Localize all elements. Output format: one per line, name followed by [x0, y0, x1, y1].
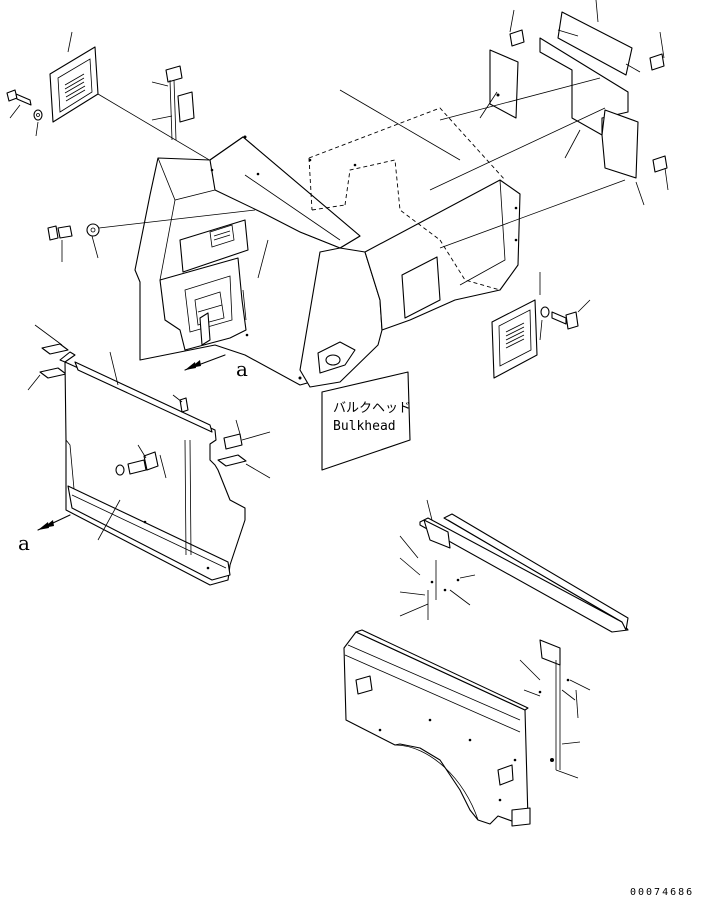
view-label-top: a	[236, 357, 248, 381]
left-bolt-with-washer	[6, 89, 43, 137]
housing-top-bolt	[151, 65, 195, 141]
bulkhead-label-jp: バルクヘッド	[333, 401, 411, 416]
right-clips	[217, 419, 271, 479]
view-marker-arrow-top	[184, 354, 226, 371]
view-marker-arrow-left	[37, 514, 71, 531]
left-mounting-bolts	[47, 209, 256, 262]
top-right-bolts	[509, 9, 669, 191]
drawing-number: 00074686	[630, 887, 694, 898]
side-cover-right	[601, 109, 645, 206]
bulkhead-label-en: Bulkhead	[333, 419, 396, 434]
view-a-side-panel	[343, 629, 531, 827]
left-vent-cover	[49, 31, 99, 123]
main-housing	[134, 107, 521, 388]
floor-bolt	[115, 444, 159, 476]
view-a-rail	[399, 499, 629, 779]
left-floor-panel	[27, 324, 246, 586]
right-vent-cover	[491, 272, 591, 379]
bulkhead-panel	[321, 371, 411, 471]
view-label-left: a	[18, 531, 30, 555]
